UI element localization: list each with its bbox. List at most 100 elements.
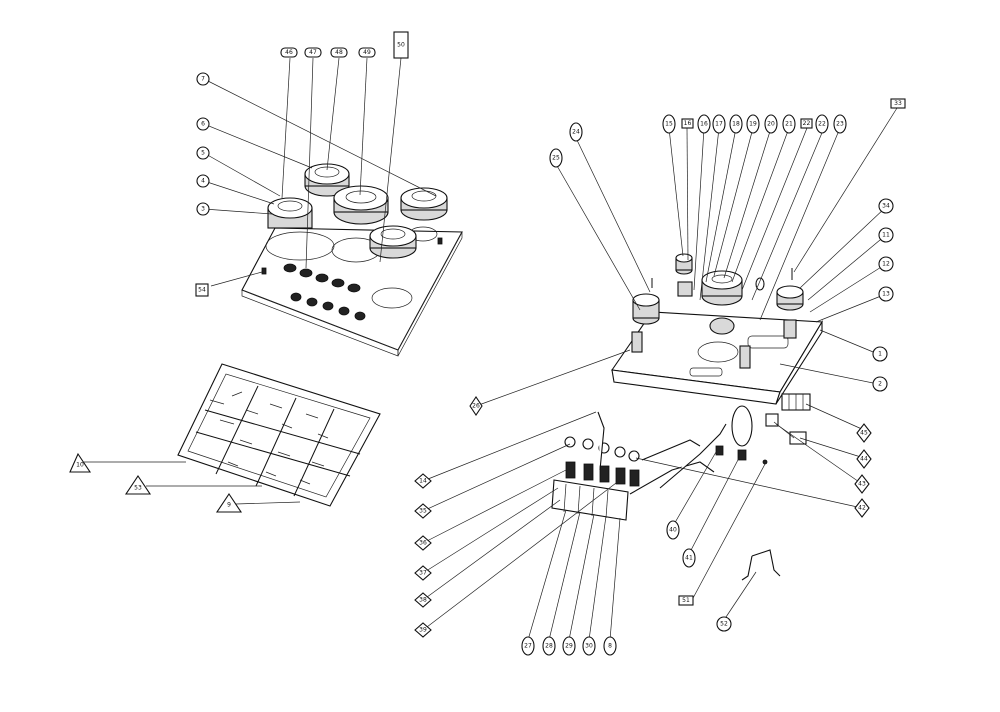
- svg-text:16: 16: [700, 121, 708, 128]
- callout-17: 17: [712, 114, 726, 134]
- svg-text:14: 14: [419, 478, 427, 485]
- valve-block: [551, 479, 629, 521]
- tray-burner-right: [776, 268, 804, 311]
- gas-pipe: [597, 411, 605, 471]
- callout-22a: 22: [800, 118, 813, 129]
- svg-text:3: 3: [201, 206, 205, 213]
- svg-text:22: 22: [818, 121, 826, 128]
- callout-14: 14: [414, 473, 432, 489]
- grid-callouts: 10 53 9: [69, 452, 243, 513]
- svg-text:44: 44: [860, 456, 868, 463]
- screw: [762, 459, 768, 465]
- ignition-button: [437, 237, 443, 245]
- svg-text:33: 33: [894, 100, 902, 107]
- hob-leader-lines: [203, 57, 437, 287]
- callout-4: 4: [196, 174, 210, 188]
- grid-fingers: [209, 391, 329, 485]
- gas-pipe: [641, 439, 701, 461]
- svg-text:8: 8: [608, 643, 612, 650]
- svg-text:24: 24: [572, 129, 580, 136]
- callout-29: 29: [562, 636, 576, 656]
- burner-hole: [371, 287, 413, 309]
- callout-54: 54: [195, 283, 209, 297]
- valve-manifold-assembly: [551, 393, 811, 581]
- svg-text:49: 49: [363, 49, 371, 56]
- tray-valve: [783, 319, 797, 339]
- svg-text:42: 42: [858, 505, 866, 512]
- callout-34: 34: [878, 198, 894, 214]
- gas-connector: [765, 413, 807, 445]
- svg-text:46: 46: [285, 49, 293, 56]
- callout-20: 20: [764, 114, 778, 134]
- svg-text:16: 16: [684, 120, 692, 127]
- tray-burner-rear: [675, 253, 693, 297]
- svg-text:12: 12: [882, 261, 890, 268]
- terminal-block: [781, 393, 811, 411]
- hob-side-edge: [397, 231, 463, 357]
- callout-12: 12: [878, 256, 894, 272]
- svg-text:7: 7: [201, 76, 205, 83]
- callout-30: 30: [582, 636, 596, 656]
- svg-text:45: 45: [860, 430, 868, 437]
- callout-9: 9: [215, 493, 243, 513]
- callout-23: 23: [833, 114, 847, 134]
- callout-40: 40: [666, 520, 680, 540]
- svg-text:9: 9: [227, 502, 231, 509]
- tray-leader-lines: [475, 107, 898, 407]
- callout-36: 36: [414, 535, 432, 551]
- callout-43: 43: [854, 474, 870, 494]
- callout-49: 49: [358, 47, 376, 58]
- burner-front-left: [267, 197, 313, 229]
- callout-7: 7: [196, 72, 210, 86]
- svg-text:11: 11: [882, 232, 890, 239]
- callout-16b: 16: [697, 114, 711, 134]
- callout-35: 35: [414, 503, 432, 519]
- callout-33: 33: [890, 98, 906, 109]
- callout-46: 46: [280, 47, 298, 58]
- hose-clamp: [737, 449, 747, 461]
- svg-text:50: 50: [397, 42, 405, 49]
- svg-text:48: 48: [335, 49, 343, 56]
- pan-support-grid: [84, 363, 381, 507]
- svg-text:23: 23: [836, 121, 844, 128]
- svg-text:54: 54: [198, 287, 206, 294]
- ignition-button: [261, 267, 267, 275]
- svg-text:17: 17: [715, 121, 723, 128]
- svg-text:39: 39: [419, 627, 427, 634]
- callout-52: 52: [716, 616, 732, 632]
- burner-right: [400, 187, 448, 221]
- callout-8: 8: [603, 636, 617, 656]
- svg-text:13: 13: [882, 291, 890, 298]
- base-tray-assembly: [611, 253, 823, 405]
- svg-text:2: 2: [878, 381, 882, 388]
- svg-text:53: 53: [134, 485, 142, 492]
- burner-center: [333, 185, 389, 225]
- callout-15: 15: [662, 114, 676, 134]
- callout-48: 48: [330, 47, 348, 58]
- svg-text:21: 21: [785, 121, 793, 128]
- callout-44: 44: [856, 449, 872, 469]
- svg-text:43: 43: [858, 481, 866, 488]
- callout-21: 21: [782, 114, 796, 134]
- valve-callouts: 14 35 36 37 38 39 27 28 29 30 8 40 41 51…: [414, 423, 872, 656]
- svg-text:4: 4: [201, 178, 205, 185]
- svg-text:36: 36: [419, 540, 427, 547]
- callout-3: 3: [196, 202, 210, 216]
- svg-text:5: 5: [201, 150, 205, 157]
- tray-valve: [631, 331, 643, 353]
- burner-rear-left: [304, 163, 350, 197]
- callout-38: 38: [414, 592, 432, 608]
- hose-clamp: [715, 445, 724, 456]
- svg-text:27: 27: [524, 643, 532, 650]
- tray-callouts: 24 25 15 16 16 17 18 19 20 21 22 22 23 3…: [469, 98, 906, 416]
- callout-41: 41: [682, 548, 696, 568]
- tray-valve: [739, 345, 751, 369]
- svg-text:28: 28: [545, 643, 553, 650]
- svg-text:35: 35: [419, 508, 427, 515]
- callout-16a: 16: [681, 118, 694, 129]
- svg-text:10: 10: [76, 462, 84, 469]
- callout-1: 1: [872, 346, 888, 362]
- svg-text:52: 52: [720, 621, 728, 628]
- callout-6: 6: [196, 117, 210, 131]
